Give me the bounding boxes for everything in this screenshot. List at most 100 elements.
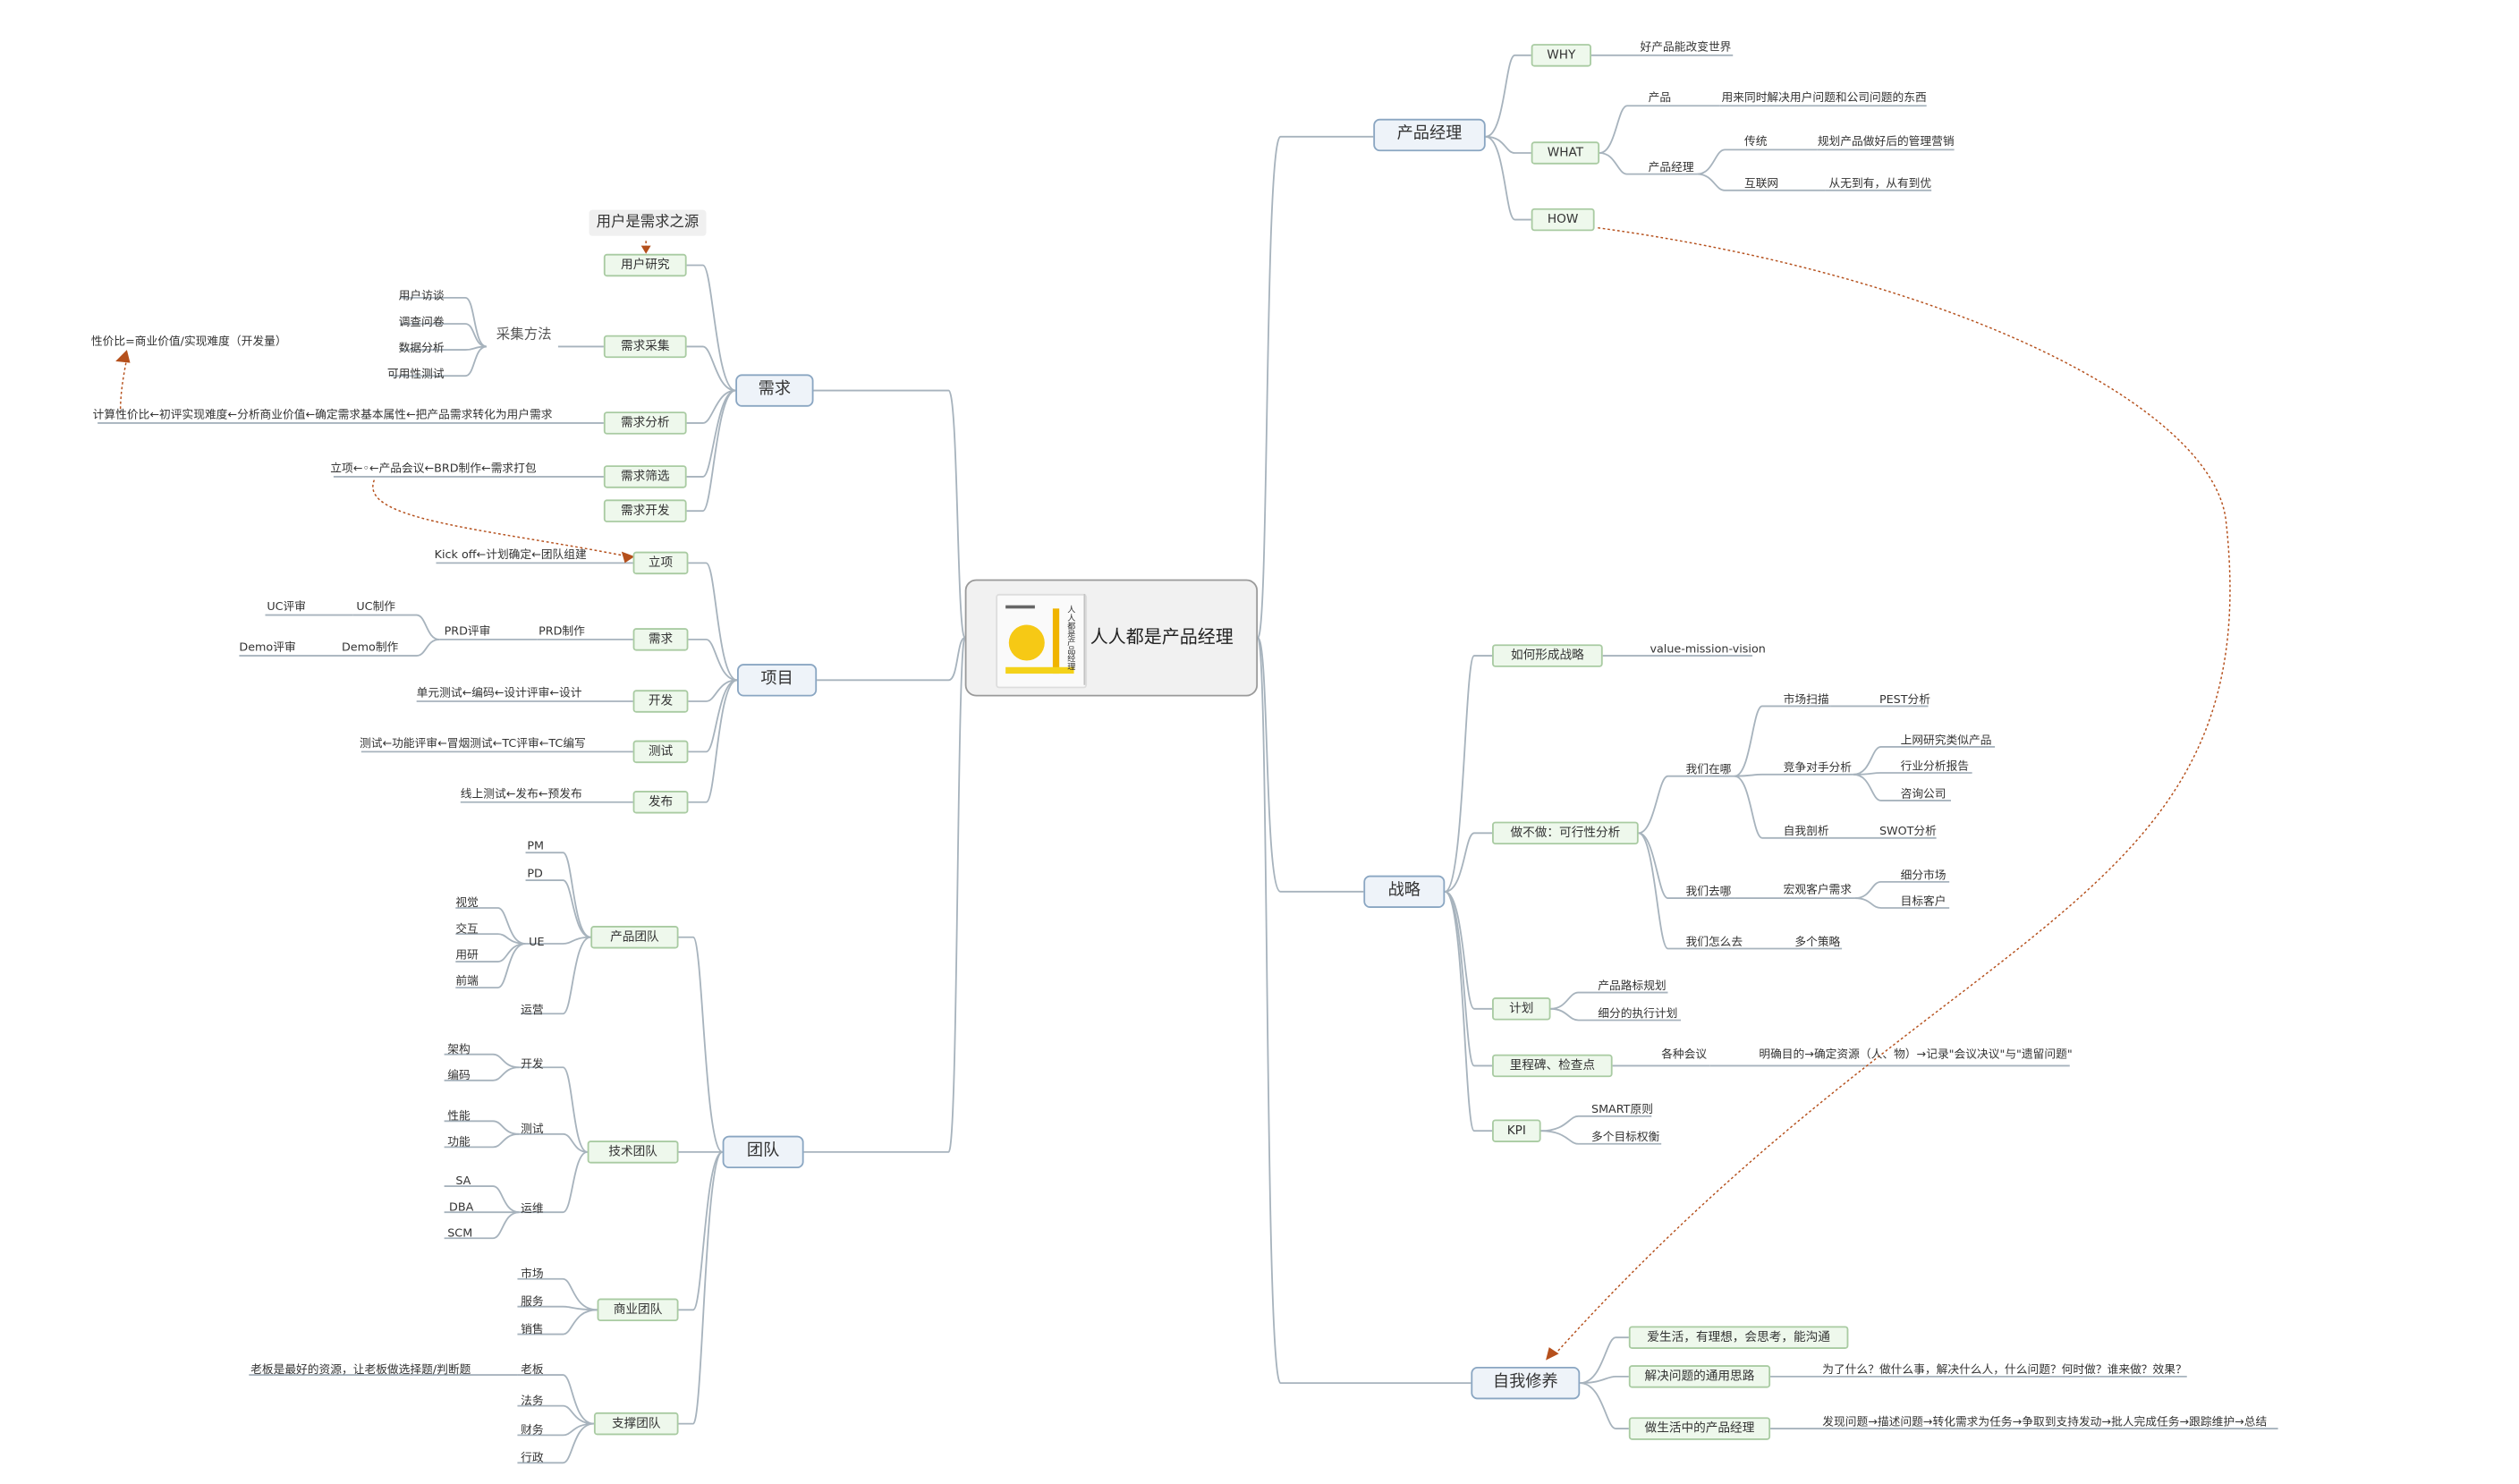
label-ue-item: 交互 [455,922,479,936]
label-collect-method: 采集方法 [496,326,552,343]
node-love-life[interactable]: 爱生活，有理想，会思考，能沟通 [1628,1326,1849,1349]
label-prd-make: PRD制作 [539,624,585,639]
label-test-flow: 测试←功能评审←冒烟测试←TC评审←TC编写 [359,737,586,750]
label-vmv: value-mission-vision [1650,642,1766,657]
label-dev-flow: 单元测试←编码←设计评审←设计 [416,686,582,700]
node-requirement-dev[interactable]: 需求开发 [603,499,687,522]
label-competitor: 竞争对手分析 [1783,761,1853,775]
node-strategy[interactable]: 战略 [1363,875,1446,909]
node-life-pm[interactable]: 做生活中的产品经理 [1628,1417,1771,1440]
label-strategies: 多个策略 [1794,935,1841,949]
node-requirement-filter[interactable]: 需求筛选 [603,465,687,488]
label-demo-review: Demo评审 [239,640,296,655]
label-uc-review: UC评审 [267,600,307,614]
label-tech-item: 架构 [447,1042,471,1056]
label-uc-make: UC制作 [356,600,396,614]
label-macro: 宏观客户需求 [1783,883,1853,897]
node-support-team[interactable]: 支撑团队 [593,1412,679,1436]
node-kpi[interactable]: KPI [1492,1119,1541,1142]
label-traditional: 传统 [1743,134,1768,148]
label-solve-text: 为了什么？做什么事，解决什么人，什么问题？何时做？谁来做？效果？ [1822,1363,2187,1377]
node-why[interactable]: WHY [1531,44,1591,67]
label-team-member: UE [529,935,545,949]
label-kpi-item: SMART原则 [1590,1103,1653,1116]
label-self: 自我剖析 [1783,825,1829,838]
label-price-note: 性价比=商业价值/实现难度（开发量） [90,335,287,349]
node-milestone[interactable]: 里程碑、检查点 [1492,1054,1613,1078]
label-competitor-item: 上网研究类似产品 [1900,734,1992,747]
label-internet: 互联网 [1743,177,1779,191]
label-tech-test: 测试 [521,1123,544,1136]
center-node[interactable]: 人人都是产品经理 人人都是产品经理 [964,579,1259,697]
node-product-manager[interactable]: 产品经理 [1373,118,1486,152]
node-plan[interactable]: 计划 [1492,997,1551,1021]
label-boss-note: 老板是最好的资源，让老板做选择题/判断题 [250,1363,471,1377]
node-project-start[interactable]: 立项 [632,551,689,575]
label-method: 调查问卷 [398,315,445,329]
label-tech-item: SA [455,1174,471,1188]
node-tech-team[interactable]: 技术团队 [587,1141,679,1164]
label-method: 数据分析 [398,341,445,355]
node-solve-approach[interactable]: 解决问题的通用思路 [1628,1365,1771,1388]
center-divider [1083,593,1086,685]
label-support-item: 老板 [521,1363,544,1377]
label-prd-review: PRD评审 [444,624,491,639]
label-ue-item: 前端 [455,974,479,988]
node-xuqiu[interactable]: 需求 [735,374,814,407]
label-market-scan: 市场扫描 [1783,692,1829,707]
label-tech-ops: 运维 [521,1202,544,1216]
node-project-test[interactable]: 测试 [632,740,689,764]
node-requirement-collect[interactable]: 需求采集 [603,335,687,359]
label-team-member: 运营 [521,1004,544,1017]
label-where-now: 我们在哪 [1685,763,1732,776]
label-where-to: 我们去哪 [1685,885,1732,899]
label-tech-item: 编码 [447,1069,471,1082]
label-support-item: 行政 [521,1451,544,1465]
node-project-release[interactable]: 发布 [632,791,689,814]
label-product: 产品 [1648,90,1672,105]
label-support-item: 法务 [521,1394,544,1408]
label-why-text: 好产品能改变世界 [1640,40,1732,55]
label-tech-dev: 开发 [521,1057,544,1071]
node-what[interactable]: WHAT [1531,141,1600,165]
label-tech-item: 功能 [447,1135,471,1149]
label-life-text: 发现问题→描述问题→转化需求为任务→争取到支持发动→批人完成任务→跟踪维护→总结 [1822,1415,2268,1429]
label-kpi-item: 多个目标权衡 [1590,1131,1660,1144]
label-internet-text: 从无到有，从有到优 [1828,177,1932,191]
label-tech-item: SCM [447,1226,473,1241]
label-team-member: PD [527,867,543,881]
label-method: 用户访谈 [398,289,445,303]
node-biz-team[interactable]: 商业团队 [597,1298,679,1322]
label-pest: PEST分析 [1879,692,1931,707]
label-kickoff-flow: Kick off←计划确定←团队组建 [434,548,587,562]
label-meetings: 各种会议 [1661,1047,1708,1061]
node-self-cultivation[interactable]: 自我修养 [1471,1366,1581,1400]
callout-user-source: 用户是需求之源 [589,209,707,236]
node-feasibility[interactable]: 做不做：可行性分析 [1492,821,1639,845]
label-swot: SWOT分析 [1879,825,1937,838]
node-requirement-analyze[interactable]: 需求分析 [603,411,687,435]
label-macro-item: 细分市场 [1900,869,1946,882]
label-method: 可用性测试 [386,368,445,381]
node-form-strategy[interactable]: 如何形成战略 [1492,644,1603,667]
node-project-dev[interactable]: 开发 [632,690,689,713]
node-user-research[interactable]: 用户研究 [603,253,687,277]
label-biz-item: 市场 [521,1268,544,1281]
label-macro-item: 目标客户 [1900,895,1946,909]
label-competitor-item: 咨询公司 [1900,787,1946,801]
center-title: 人人都是产品经理 [1090,626,1234,648]
label-product-text: 用来同时解决用户问题和公司问题的东西 [1721,90,1927,105]
node-product-team[interactable]: 产品团队 [590,926,679,949]
node-how[interactable]: HOW [1531,208,1595,232]
node-project-requirement[interactable]: 需求 [632,628,689,651]
label-analyze-flow: 计算性价比←初评实现难度←分析商业价值←确定需求基本属性←把产品需求转化为用户需… [92,408,553,422]
label-support-item: 财务 [521,1423,544,1437]
label-tech-item: DBA [449,1200,474,1214]
node-tuandui[interactable]: 团队 [722,1135,804,1169]
node-xiangmu[interactable]: 项目 [737,664,818,697]
label-biz-item: 服务 [521,1294,544,1309]
label-meetings-text: 明确目的→确定资源（人、物）→记录"会议决议"与"遗留问题" [1759,1047,2073,1061]
cover-title: 人人都是产品经理 [1065,605,1076,671]
